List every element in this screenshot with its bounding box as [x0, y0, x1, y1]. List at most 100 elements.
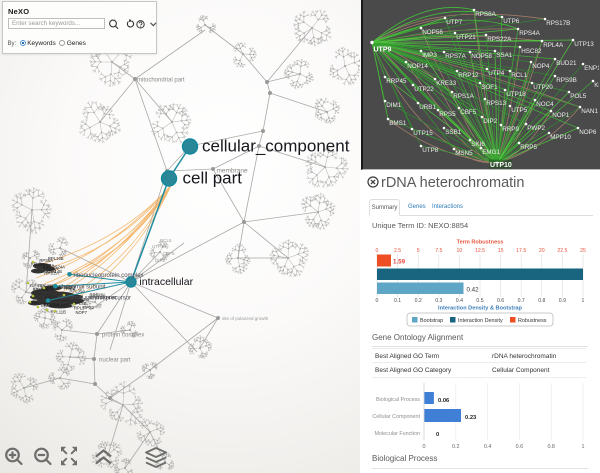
svg-text:membrane: membrane	[217, 167, 248, 174]
svg-text:RPS8A: RPS8A	[475, 11, 496, 18]
svg-text:RPS1A: RPS1A	[44, 271, 60, 276]
svg-text:site of polarized growth: site of polarized growth	[222, 316, 269, 321]
svg-text:RPS28A: RPS28A	[90, 293, 106, 298]
svg-text:RPL5: RPL5	[74, 305, 85, 310]
svg-text:UTP8: UTP8	[422, 147, 439, 154]
svg-text:POL5: POL5	[570, 93, 587, 100]
svg-text:RPS2A: RPS2A	[30, 283, 46, 288]
svg-text:UTP30: UTP30	[152, 244, 167, 249]
svg-text:0: 0	[376, 298, 379, 304]
svg-text:0.7: 0.7	[518, 298, 525, 304]
svg-text:0.9: 0.9	[559, 298, 566, 304]
svg-text:NOP4: NOP4	[45, 269, 57, 274]
svg-text:RPS22A: RPS22A	[487, 36, 512, 43]
svg-text:1.59: 1.59	[393, 259, 406, 266]
svg-text:RPS9B: RPS9B	[556, 77, 577, 84]
svg-text:Cellular Component: Cellular Component	[372, 414, 420, 420]
svg-text:0.1: 0.1	[394, 298, 401, 304]
svg-text:Robustness: Robustness	[518, 318, 547, 324]
svg-text:NOP7: NOP7	[76, 310, 88, 315]
svg-text:2.5: 2.5	[394, 248, 401, 254]
svg-text:RRP9: RRP9	[502, 126, 519, 133]
svg-text:DIP2: DIP2	[155, 258, 166, 263]
svg-text:NOC4: NOC4	[536, 101, 554, 108]
svg-text:5: 5	[417, 248, 420, 254]
svg-text:RPS14B: RPS14B	[46, 269, 62, 274]
svg-text:ribosomal subunit precursor: ribosomal subunit precursor	[57, 296, 131, 302]
svg-text:0.42: 0.42	[467, 287, 480, 294]
svg-text:intracellular: intracellular	[139, 276, 193, 288]
svg-text:RCL1: RCL1	[511, 72, 528, 79]
svg-text:NAN1: NAN1	[581, 108, 598, 115]
svg-text:SKI6: SKI6	[471, 141, 485, 148]
svg-text:BMS1: BMS1	[389, 120, 407, 127]
svg-text:0.4: 0.4	[456, 298, 463, 304]
svg-text:RPS4B: RPS4B	[58, 285, 72, 290]
svg-text:0: 0	[423, 444, 426, 450]
svg-text:RPL6B: RPL6B	[103, 295, 116, 300]
svg-text:ENP1: ENP1	[584, 65, 599, 72]
svg-text:MPP10: MPP10	[550, 134, 571, 141]
svg-text:UTP6: UTP6	[503, 18, 520, 25]
svg-text:15: 15	[498, 248, 504, 254]
svg-text:RPS19B: RPS19B	[89, 295, 105, 300]
svg-text:PWP2: PWP2	[527, 125, 545, 132]
svg-text:7.5: 7.5	[435, 248, 442, 254]
svg-text:IMP3: IMP3	[422, 52, 437, 59]
svg-text:0.6: 0.6	[497, 298, 504, 304]
svg-text:25: 25	[580, 248, 586, 254]
svg-text:RPS5: RPS5	[439, 111, 456, 118]
svg-text:TIF6: TIF6	[80, 297, 89, 302]
svg-text:RPL35A: RPL35A	[70, 289, 86, 294]
svg-text:12.5: 12.5	[475, 248, 485, 254]
svg-text:NOP1: NOP1	[552, 112, 570, 119]
svg-text:NOP6: NOP6	[579, 129, 597, 136]
svg-text:1: 1	[582, 298, 585, 304]
svg-text:UTP13: UTP13	[574, 41, 594, 48]
svg-text:0.2: 0.2	[452, 444, 460, 450]
svg-text:mitochondrial part: mitochondrial part	[137, 78, 185, 84]
svg-text:0.4: 0.4	[484, 444, 492, 450]
svg-text:RCL5: RCL5	[160, 238, 172, 243]
svg-text:10: 10	[457, 248, 463, 254]
svg-text:RRP45: RRP45	[386, 78, 407, 85]
svg-text:NSA2: NSA2	[64, 286, 76, 291]
svg-text:Bootstrap: Bootstrap	[420, 318, 443, 324]
svg-text:NOP56: NOP56	[422, 29, 443, 36]
svg-text:MSN5: MSN5	[455, 150, 473, 157]
svg-text:0: 0	[436, 432, 439, 438]
svg-text:BUD21: BUD21	[556, 60, 577, 67]
svg-text:SOF1: SOF1	[481, 84, 498, 91]
svg-text:UTP5: UTP5	[511, 107, 528, 114]
svg-text:1: 1	[582, 444, 585, 450]
svg-text:RPS1A: RPS1A	[453, 93, 474, 100]
svg-text:nuclear part: nuclear part	[99, 358, 131, 364]
svg-text:0.2: 0.2	[415, 298, 422, 304]
svg-text:0.3: 0.3	[435, 298, 442, 304]
svg-text:RRP12: RRP12	[458, 72, 479, 79]
svg-text:NOP4: NOP4	[532, 63, 550, 70]
svg-text:UTP18: UTP18	[506, 91, 526, 98]
svg-text:URB1: URB1	[419, 104, 436, 111]
svg-text:ribosomal subunit: ribosomal subunit	[59, 285, 106, 291]
svg-text:RPL4A: RPL4A	[543, 42, 564, 49]
svg-text:cellular_component: cellular_component	[202, 137, 350, 156]
svg-text:cell part: cell part	[183, 169, 243, 188]
svg-text:protein complex: protein complex	[102, 333, 144, 339]
svg-text:RPL11B: RPL11B	[51, 310, 66, 315]
svg-text:KRE: KRE	[594, 82, 599, 89]
svg-text:RPS4A: RPS4A	[519, 30, 540, 37]
svg-text:UTP15: UTP15	[413, 130, 433, 137]
svg-text:UTP20: UTP20	[533, 84, 553, 91]
svg-text:RPS17B: RPS17B	[546, 20, 570, 27]
svg-text:0.06: 0.06	[438, 398, 450, 404]
svg-text:20: 20	[539, 248, 545, 254]
svg-text:RPS7A: RPS7A	[445, 53, 466, 60]
svg-text:Term Robustness: Term Robustness	[457, 240, 504, 246]
svg-text:ribonucleoprotein complex: ribonucleoprotein complex	[74, 273, 144, 279]
svg-text:RLP7: RLP7	[66, 285, 77, 290]
svg-text:Biological Process: Biological Process	[376, 397, 420, 403]
svg-text:KRE33: KRE33	[436, 80, 456, 87]
svg-text:UTP4: UTP4	[488, 70, 505, 77]
svg-text:UTP22: UTP22	[414, 86, 434, 93]
